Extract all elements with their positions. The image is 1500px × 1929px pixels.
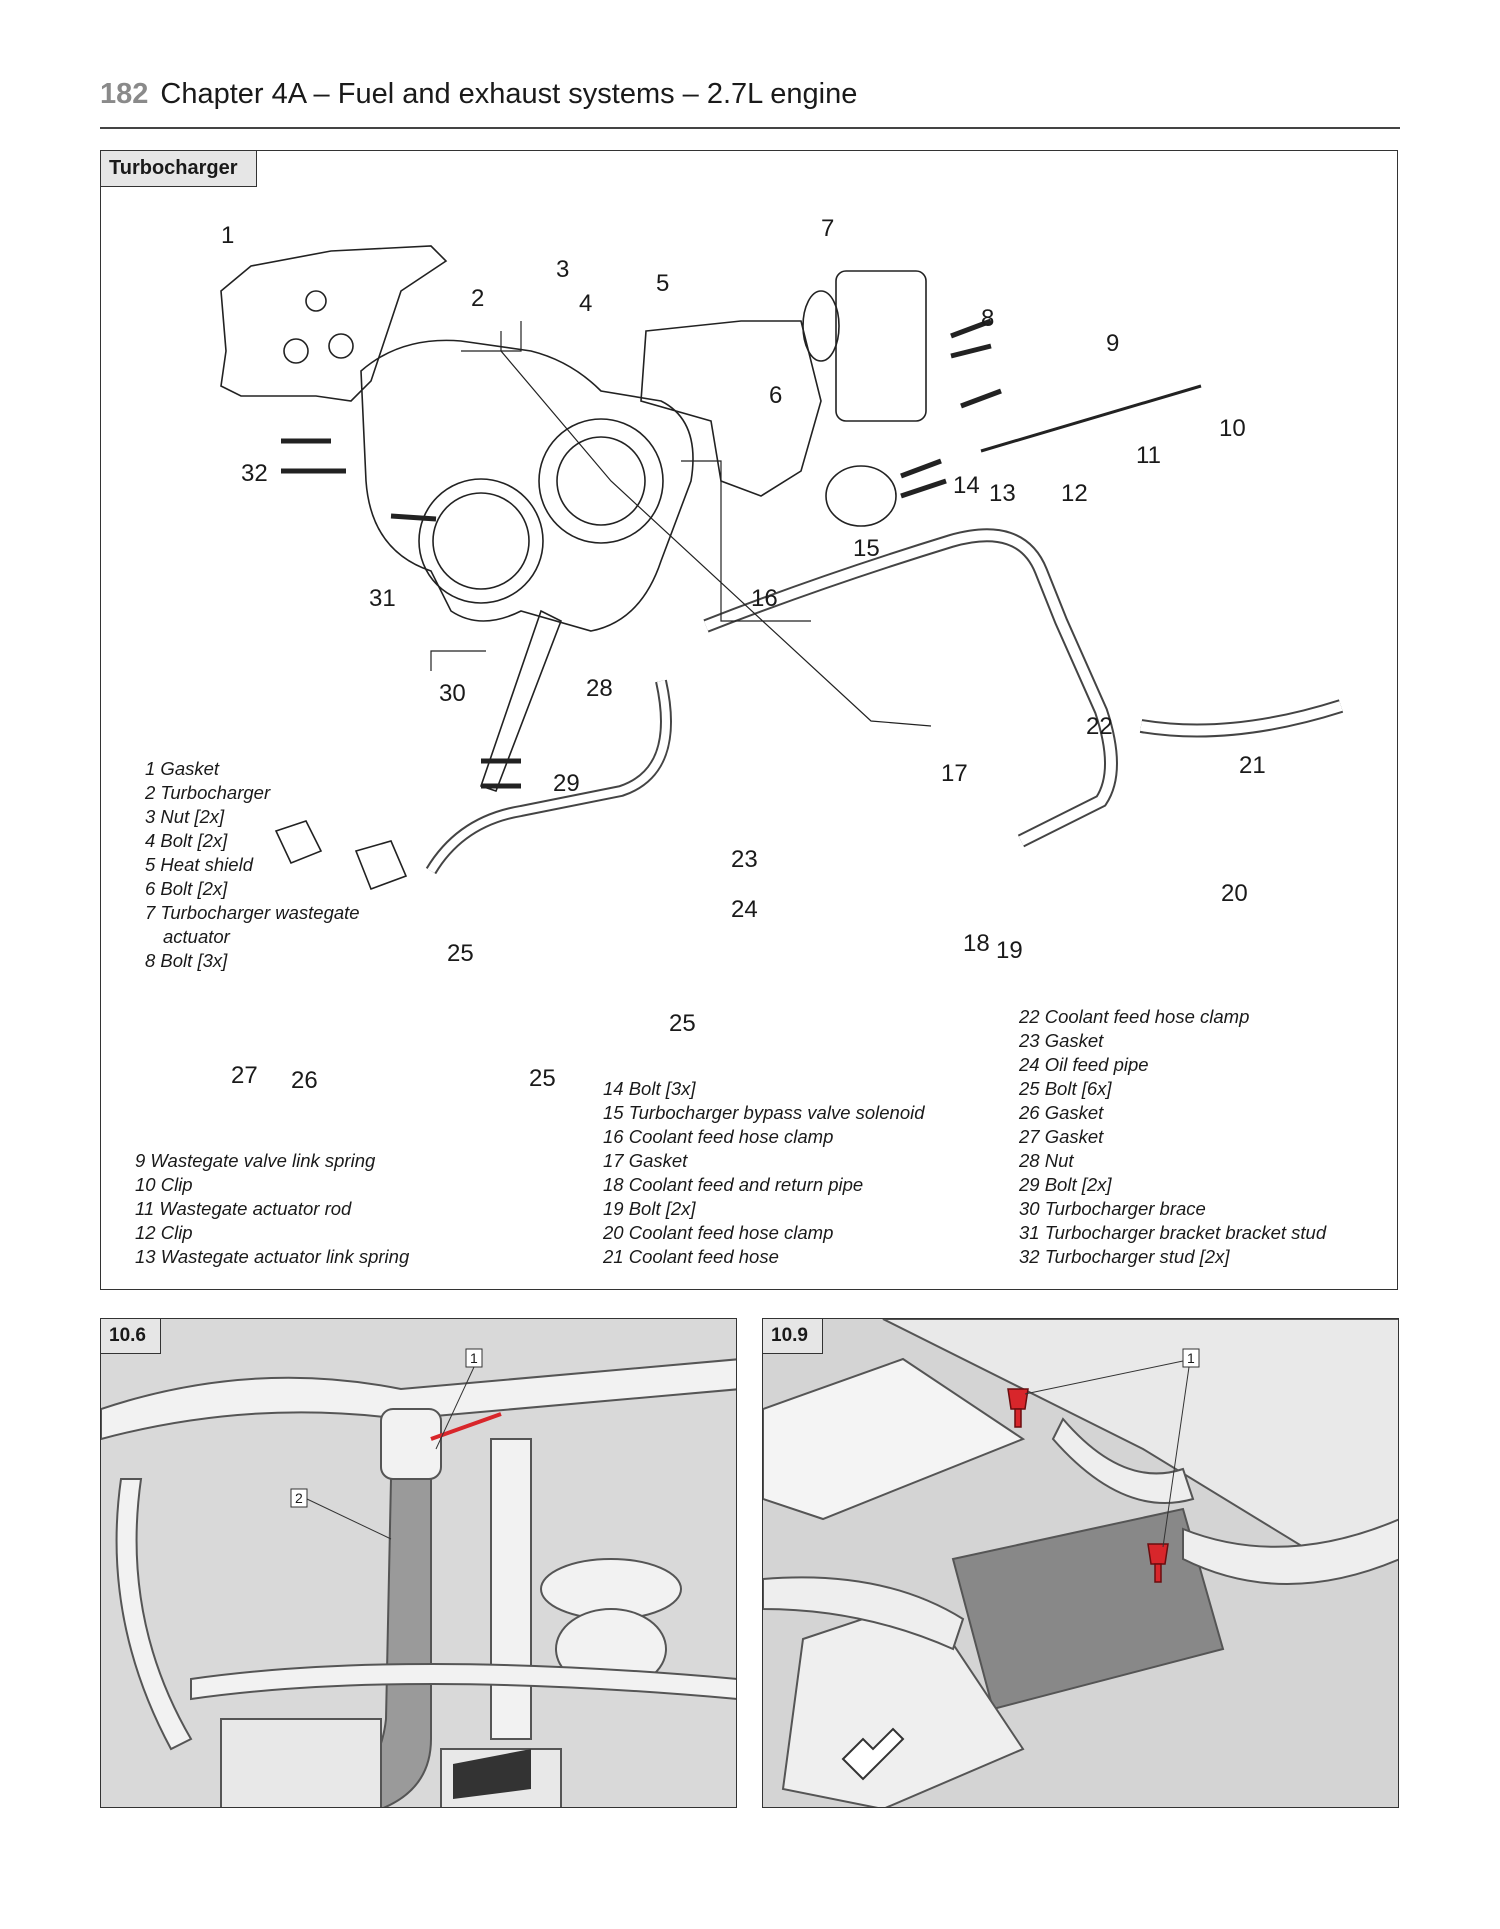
callout-25a: 25 [447, 940, 474, 967]
callout-22: 22 [1086, 713, 1113, 740]
callout-17: 17 [941, 760, 968, 787]
legend-item: 29 Bolt [2x] [1019, 1174, 1112, 1195]
legend-item: 6 Bolt [2x] [145, 878, 228, 899]
legend-item: 27 Gasket [1019, 1126, 1104, 1147]
callout-25c: 25 [529, 1065, 556, 1092]
legend-col-1: 1 Gasket 2 Turbocharger 3 Nut [2x] 4 Bol… [145, 757, 360, 973]
legend-item: 8 Bolt [3x] [145, 950, 228, 971]
turbo-brace [479, 609, 563, 793]
legend-col-4: 22 Coolant feed hose clamp 23 Gasket 24 … [1019, 1005, 1326, 1269]
legend-item: 30 Turbocharger brace [1019, 1198, 1206, 1219]
legend-item: 20 Coolant feed hose clamp [603, 1222, 834, 1243]
legend-item: 32 Turbocharger stud [2x] [1019, 1246, 1230, 1267]
photo-label-2: 2 [295, 1490, 303, 1506]
callout-25b: 25 [669, 1010, 696, 1037]
legend-item: 9 Wastegate valve link spring [135, 1150, 376, 1171]
turbocharger-body [360, 339, 694, 632]
callout-8: 8 [981, 305, 994, 332]
legend-item: 15 Turbocharger bypass valve solenoid [603, 1102, 925, 1123]
chapter-title: Chapter 4A – Fuel and exhaust systems – … [160, 78, 858, 110]
legend-item: 16 Coolant feed hose clamp [603, 1126, 834, 1147]
legend-item: 3 Nut [2x] [145, 806, 225, 827]
photo-label-1: 1 [470, 1350, 478, 1366]
photo-illustration: 1 [763, 1319, 1398, 1807]
callout-9: 9 [1106, 330, 1119, 357]
legend-item: 1 Gasket [145, 758, 220, 779]
legend-col-3: 14 Bolt [3x] 15 Turbocharger bypass valv… [603, 1077, 925, 1269]
callout-13: 13 [989, 480, 1016, 507]
photo-10-6: 10.6 1 2 [100, 1318, 737, 1808]
callout-14: 14 [953, 472, 980, 499]
legend-item: 19 Bolt [2x] [603, 1198, 696, 1219]
legend-col-2: 9 Wastegate valve link spring 10 Clip 11… [135, 1149, 409, 1269]
legend-item: 18 Coolant feed and return pipe [603, 1174, 864, 1195]
callout-16: 16 [751, 585, 778, 612]
wastegate-actuator [835, 270, 927, 422]
legend-item: 13 Wastegate actuator link spring [135, 1246, 410, 1267]
legend-item: 12 Clip [135, 1222, 193, 1243]
exploded-diagram: 1 2 3 4 5 6 7 8 9 10 11 12 13 14 15 16 1… [220, 215, 1344, 1094]
legend-item: 11 Wastegate actuator rod [135, 1198, 352, 1219]
legend-item: 4 Bolt [2x] [145, 830, 228, 851]
callout-10: 10 [1219, 415, 1246, 442]
legend-item: 2 Turbocharger [145, 782, 271, 803]
callout-27: 27 [231, 1062, 258, 1089]
page-header: 182 Chapter 4A – Fuel and exhaust systems… [100, 78, 857, 111]
legend-item: 26 Gasket [1019, 1102, 1104, 1123]
photo-illustration: 1 2 [101, 1319, 736, 1807]
callout-30: 30 [439, 680, 466, 707]
callout-1: 1 [221, 222, 234, 249]
figure-title: Turbocharger [101, 151, 257, 187]
callout-5: 5 [656, 270, 669, 297]
bypass-solenoid [825, 465, 897, 527]
legend-item: 22 Coolant feed hose clamp [1019, 1006, 1250, 1027]
callout-15: 15 [853, 535, 880, 562]
callout-4: 4 [579, 290, 592, 317]
callout-21: 21 [1239, 752, 1266, 779]
turbocharger-figure: Turbocharger [100, 150, 1398, 1290]
legend-item: 31 Turbocharger bracket bracket stud [1019, 1222, 1327, 1243]
callout-28: 28 [586, 675, 613, 702]
legend-item: 21 Coolant feed hose [603, 1246, 779, 1267]
callout-18: 18 [963, 930, 990, 957]
callout-7: 7 [821, 215, 834, 242]
legend-item: 25 Bolt [6x] [1019, 1078, 1112, 1099]
page-number: 182 [100, 78, 149, 110]
legend-item: 7 Turbocharger wastegate [145, 902, 360, 923]
callout-29: 29 [553, 770, 580, 797]
legend-item: 10 Clip [135, 1174, 193, 1195]
legend-item: actuator [163, 926, 230, 947]
oil-feed-pipe [425, 679, 672, 875]
callout-2: 2 [471, 285, 484, 312]
photo-10-9: 10.9 1 [762, 1318, 1399, 1808]
legend-item: 24 Oil feed pipe [1019, 1054, 1149, 1075]
legend-item: 28 Nut [1019, 1150, 1074, 1171]
legend-item: 14 Bolt [3x] [603, 1078, 696, 1099]
header-rule [100, 127, 1400, 129]
photo-label-1: 1 [1187, 1350, 1195, 1366]
callout-20: 20 [1221, 880, 1248, 907]
callout-24: 24 [731, 896, 758, 923]
callout-6: 6 [769, 382, 782, 409]
legend-item: 5 Heat shield [145, 854, 253, 875]
callout-12: 12 [1061, 480, 1088, 507]
callout-32: 32 [241, 460, 268, 487]
photo-tag: 10.9 [763, 1319, 823, 1354]
gasket-1 [220, 245, 448, 402]
callout-23: 23 [731, 846, 758, 873]
heat-shield [640, 320, 822, 497]
callout-26: 26 [291, 1067, 318, 1094]
callout-19: 19 [996, 937, 1023, 964]
legend-item: 17 Gasket [603, 1150, 688, 1171]
callout-3: 3 [556, 256, 569, 283]
callout-11: 11 [1136, 442, 1161, 469]
photo-tag: 10.6 [101, 1319, 161, 1354]
legend-item: 23 Gasket [1019, 1030, 1104, 1051]
callout-31: 31 [369, 585, 396, 612]
